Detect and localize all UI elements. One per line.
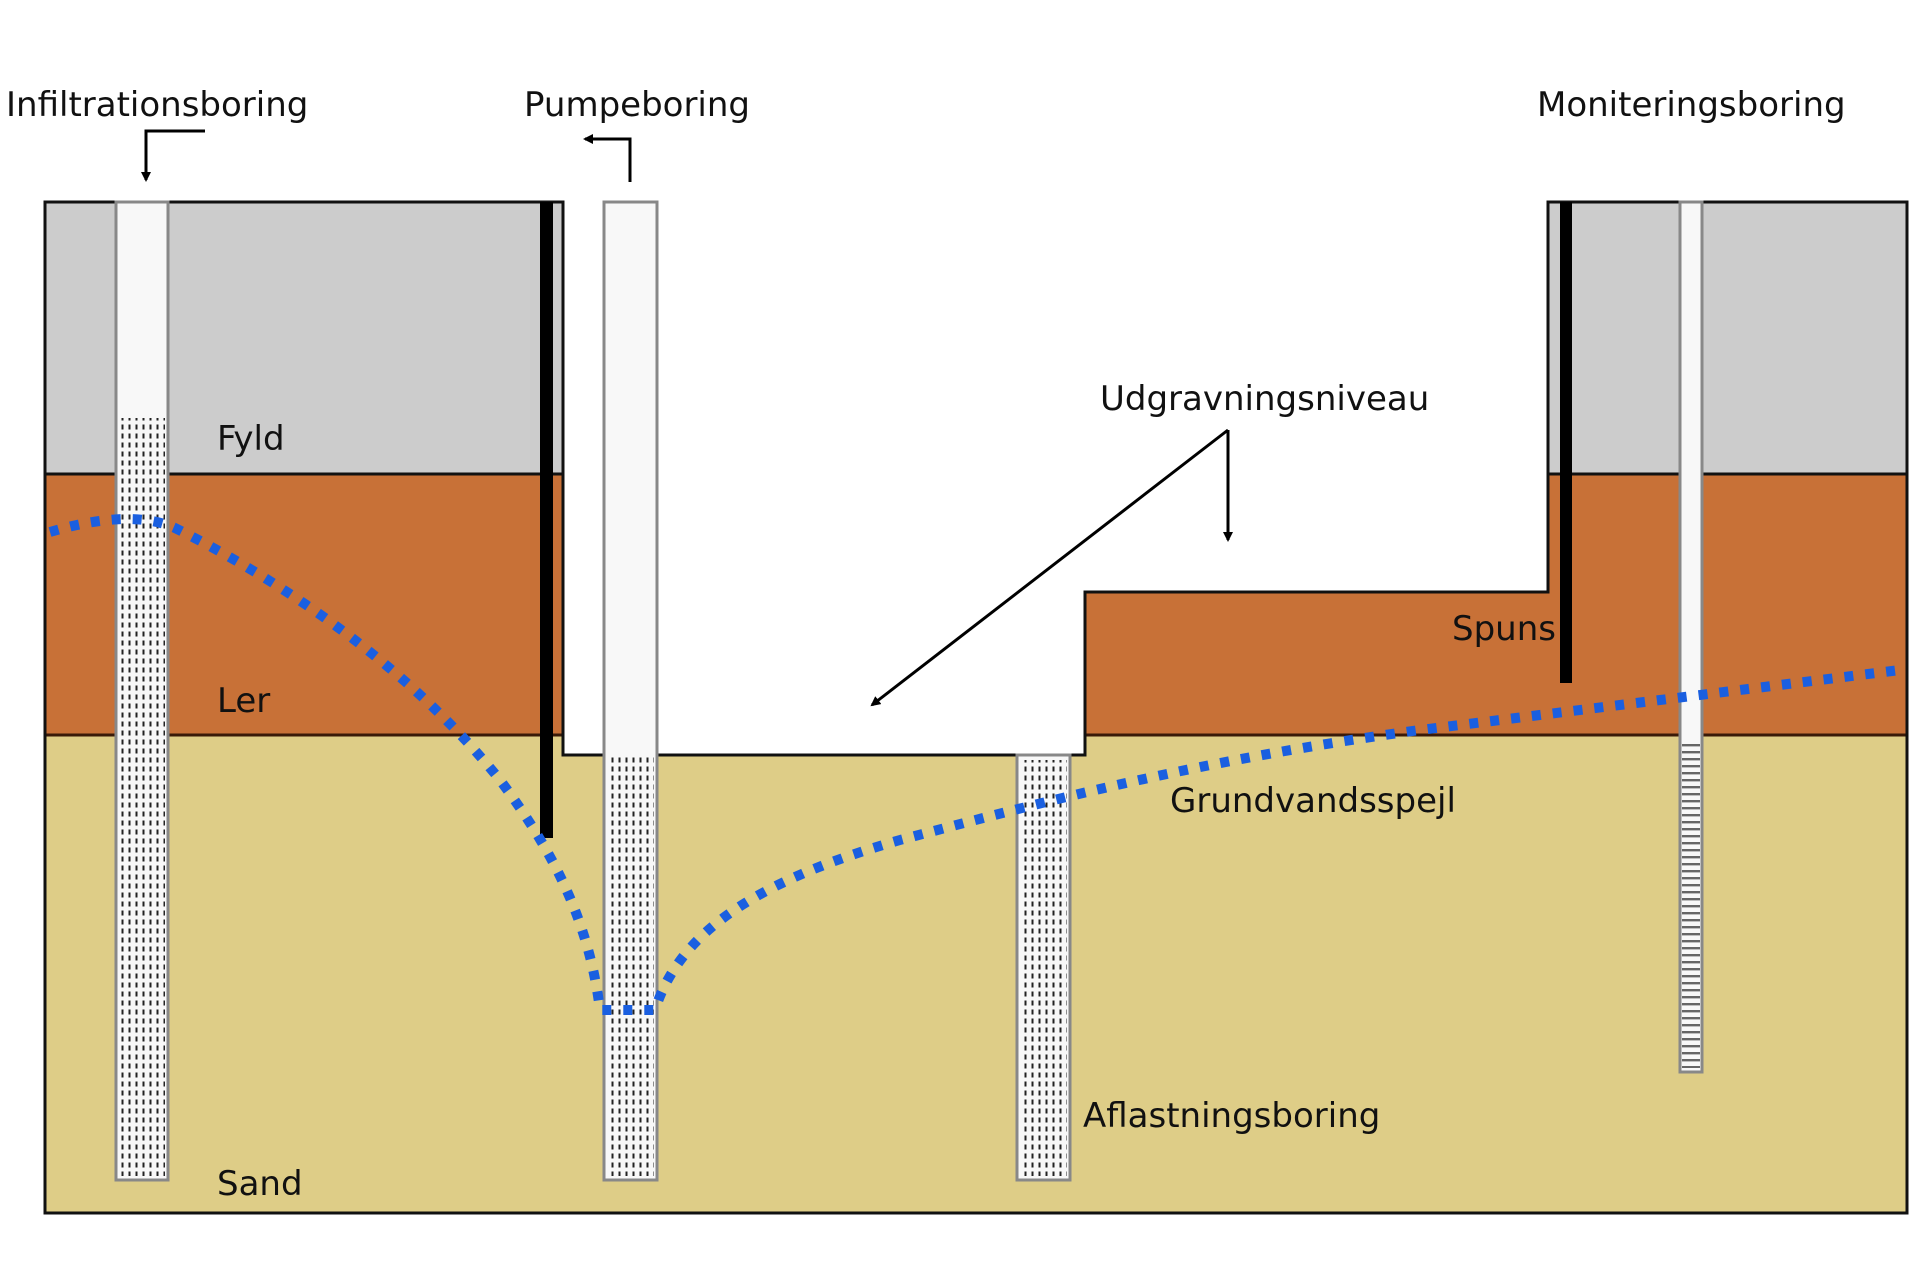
label-groundwater-table: Grundvandsspejl <box>1170 781 1456 821</box>
label-layer-fyld: Fyld <box>217 419 285 459</box>
label-excavation-level: Udgravningsniveau <box>1100 379 1429 419</box>
label-pump-well: Pumpeboring <box>524 85 750 125</box>
label-layer-sand: Sand <box>217 1164 303 1204</box>
callout-arrows <box>141 129 1233 707</box>
layer-ler-shelf <box>1085 592 1548 735</box>
label-sheet-pile: Spuns <box>1452 609 1556 649</box>
sheet-pile-left <box>540 202 553 838</box>
label-layer-ler: Ler <box>217 681 270 721</box>
soil-profile <box>43 200 1909 1215</box>
label-monitoring-well: Moniteringsboring <box>1537 85 1846 125</box>
monitoring-well-screen <box>1682 740 1700 1068</box>
groundwater-table-line <box>48 514 1901 1015</box>
excavation-arrow-pit-icon <box>870 428 1229 707</box>
ground-outline <box>43 200 1909 1215</box>
infiltration-arrow-icon <box>141 129 205 182</box>
label-relief-well: Aflastningsboring <box>1083 1096 1380 1136</box>
pump-well-screen <box>607 757 654 1176</box>
layer-sand <box>45 735 1907 1213</box>
sheet-pile-right <box>1560 202 1572 683</box>
relief-well <box>1015 753 1072 1182</box>
monitoring-well <box>1678 200 1704 1074</box>
layer-fyld-right <box>1548 202 1907 474</box>
pump-arrow-icon <box>583 134 632 182</box>
relief-well-screen <box>1020 760 1067 1176</box>
infiltration-well-screen <box>119 418 165 1176</box>
pump-well <box>602 200 659 1182</box>
label-infiltration-well: Infiltrationsboring <box>6 85 308 125</box>
infiltration-well <box>114 200 170 1182</box>
